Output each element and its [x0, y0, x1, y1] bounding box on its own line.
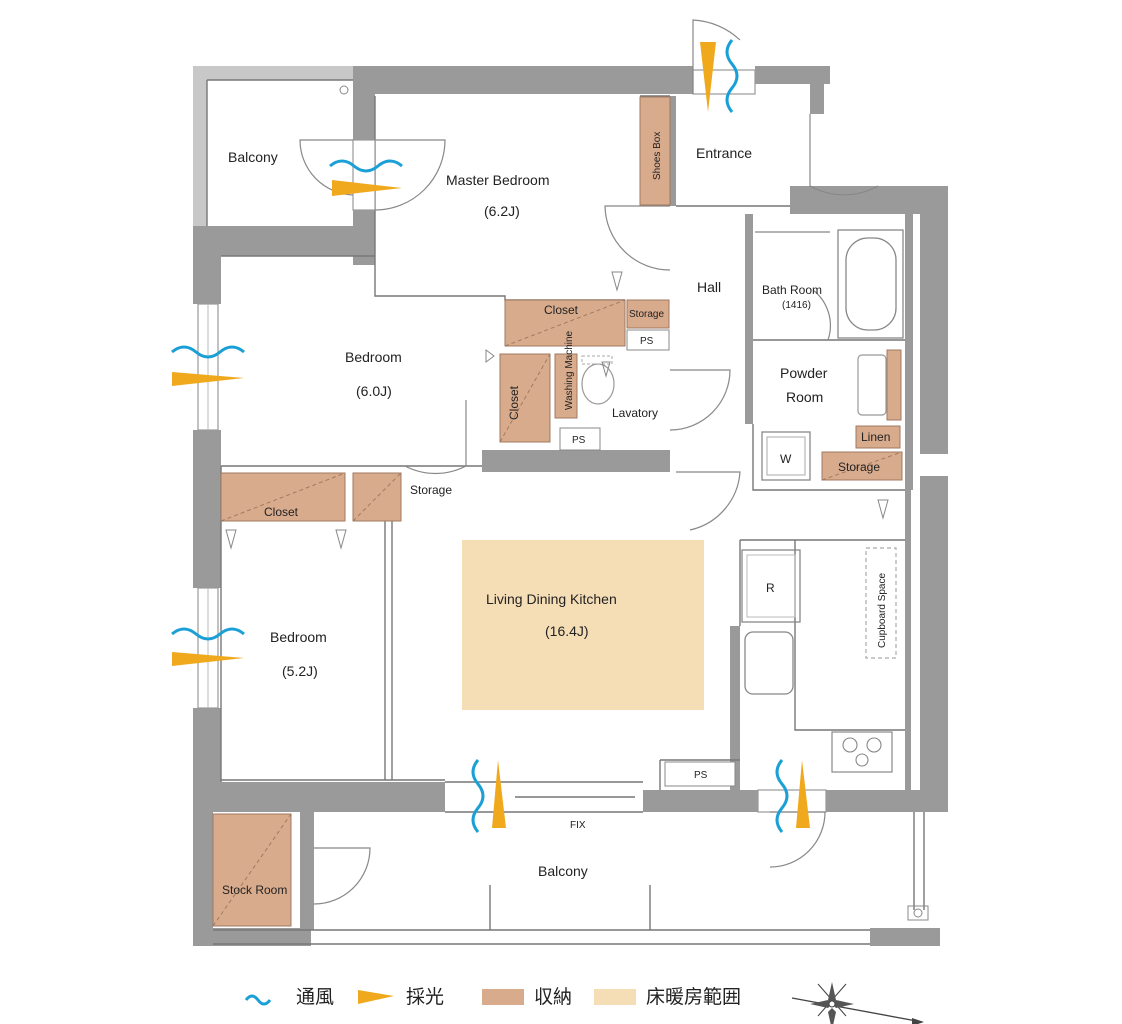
legend-storage-swatch [482, 989, 524, 1005]
legend-floor-heating: 床暖房範囲 [646, 986, 741, 1008]
label-closet-master: Closet [544, 303, 579, 317]
light-cone-icon [332, 180, 402, 196]
wave-icon [725, 39, 739, 113]
legend: 通風 採光 収納 床暖房範囲 [244, 986, 741, 1008]
toilet [581, 363, 615, 405]
windows [197, 69, 827, 813]
storage-areas [212, 96, 903, 927]
vanity-sink [857, 354, 887, 416]
label-balcony-top: Balcony [228, 149, 278, 165]
label-shoe-box: Shoes Box [652, 132, 663, 180]
label-ldk: Living Dining Kitchen [486, 591, 617, 607]
room-labels: Balcony Master Bedroom (6.2J) Shoes Box … [222, 132, 890, 897]
label-storage-hall: Storage [410, 483, 452, 497]
label-hall: Hall [697, 279, 721, 295]
light-cone-icon [172, 652, 244, 666]
airflow-light-symbols [171, 39, 810, 833]
label-entrance: Entrance [696, 145, 752, 161]
label-master-bedroom: Master Bedroom [446, 172, 549, 188]
label-cupboard-space: Cupboard Space [877, 573, 888, 648]
wave-icon [775, 759, 789, 833]
label-ps-1: PS [640, 336, 654, 347]
label-bath-room: Bath Room [762, 283, 822, 297]
label-powder-room-2: Room [786, 389, 823, 405]
walls [193, 66, 948, 946]
label-balcony-bottom: Balcony [538, 863, 588, 879]
legend-ventilation: 通風 [296, 986, 334, 1008]
compass-icon [791, 982, 924, 1024]
label-closet-bed2: Closet [264, 505, 299, 519]
label-r: R [766, 581, 775, 595]
label-storage-powder: Storage [838, 460, 880, 474]
wave-icon [329, 159, 403, 173]
label-stock-room: Stock Room [222, 883, 287, 897]
label-bedroom-1-size: (6.0J) [356, 383, 392, 399]
label-w: W [780, 452, 792, 466]
label-powder-room-1: Powder [780, 365, 828, 381]
kitchen-sink [744, 631, 794, 695]
wave-icon [171, 627, 245, 641]
light-cone-icon [796, 760, 810, 828]
wave-icon [244, 994, 272, 1006]
light-cone-icon [358, 990, 394, 1004]
legend-heat-swatch [594, 989, 636, 1005]
bathtub [837, 229, 904, 339]
fixtures [225, 85, 929, 921]
label-ldk-size: (16.4J) [545, 623, 589, 639]
label-bedroom-2: Bedroom [270, 629, 327, 645]
legend-daylight: 採光 [406, 986, 444, 1008]
legend-storage: 収納 [534, 986, 572, 1008]
light-cone-icon [700, 42, 716, 112]
label-lavatory: Lavatory [612, 406, 658, 420]
label-bedroom-1: Bedroom [345, 349, 402, 365]
label-ps-3: PS [694, 770, 708, 781]
label-master-bedroom-size: (6.2J) [484, 203, 520, 219]
label-ps-2: PS [572, 435, 586, 446]
cupboard-space-area [865, 547, 897, 659]
label-bedroom-2-size: (5.2J) [282, 663, 318, 679]
label-storage-master: Storage [629, 309, 664, 320]
floor-heating-area [462, 540, 704, 710]
wave-icon [471, 759, 485, 833]
light-cone-icon [172, 372, 244, 386]
fridge-space [741, 549, 801, 623]
label-fix: FIX [570, 820, 586, 831]
wave-icon [171, 345, 245, 359]
label-linen: Linen [861, 430, 890, 444]
label-washing-machine: Washing Machine [564, 330, 575, 410]
label-closet-bed1: Closet [507, 385, 521, 420]
light-cone-icon [492, 760, 506, 828]
label-bath-room-size: (1416) [782, 300, 811, 311]
washer-space [761, 431, 811, 481]
stove [831, 731, 893, 773]
